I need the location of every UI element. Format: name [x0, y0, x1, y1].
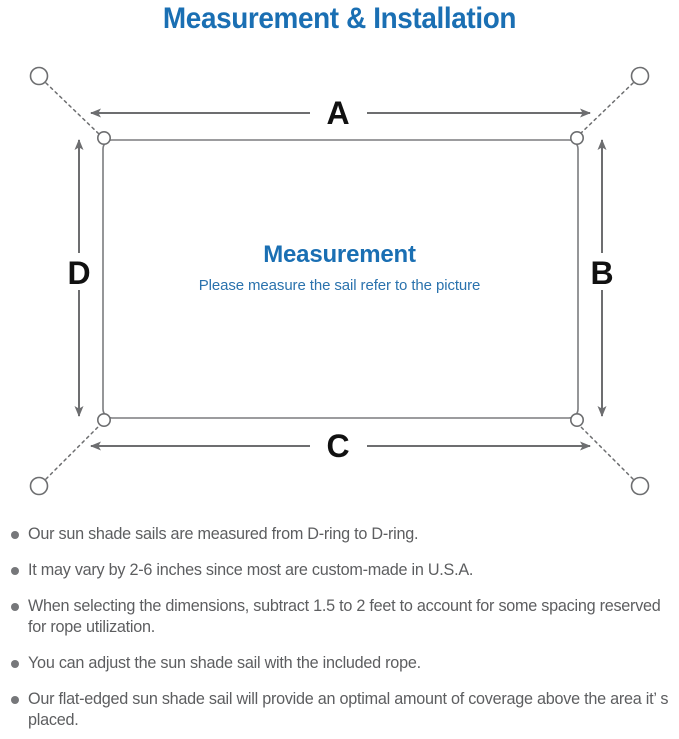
sail-body: [102, 139, 579, 419]
list-item: Our sun shade sails are measured from D-…: [0, 524, 679, 545]
anchor-ring-bottom-left: [29, 476, 49, 496]
list-item: It may vary by 2-6 inches since most are…: [0, 560, 679, 581]
list-item: You can adjust the sun shade sail with t…: [0, 653, 679, 674]
dimension-d: D: [67, 139, 91, 417]
dimension-d-label: D: [67, 255, 90, 291]
rope-lines: [45, 82, 634, 480]
dimension-c-label: C: [326, 428, 349, 464]
page-title: Measurement & Installation: [162, 2, 517, 35]
d-ring-bottom-left: [97, 412, 112, 427]
list-item: Our flat-edged sun shade sail will provi…: [0, 689, 679, 731]
bullet-icon: [11, 603, 19, 611]
dimension-a: A: [90, 95, 591, 131]
anchor-rings: [29, 66, 650, 496]
measurement-diagram: A C D B Measurement Please measure the s…: [0, 48, 679, 518]
d-ring-top-left: [97, 131, 112, 146]
list-item-text: It may vary by 2-6 inches since most are…: [28, 561, 474, 579]
diagram-svg: A C D B: [29, 66, 650, 496]
dimension-b-label: B: [590, 255, 613, 291]
list-item-text: When selecting the dimensions, subtract …: [28, 597, 661, 636]
list-item-text: You can adjust the sun shade sail with t…: [28, 654, 421, 672]
d-ring-top-right: [569, 131, 584, 146]
list-item-text: Our sun shade sails are measured from D-…: [28, 525, 419, 543]
rope-top-left: [45, 82, 100, 135]
bullet-icon: [11, 567, 19, 575]
dimension-a-label: A: [326, 95, 349, 131]
d-ring-bottom-right: [569, 412, 584, 427]
list-item: When selecting the dimensions, subtract …: [0, 596, 679, 638]
d-rings: [97, 131, 584, 427]
bullet-icon: [11, 696, 19, 704]
anchor-ring-top-right: [630, 66, 650, 86]
rope-bottom-left: [45, 425, 100, 480]
anchor-ring-bottom-right: [630, 476, 650, 496]
bullet-icon: [11, 531, 19, 539]
bullet-icon: [11, 660, 19, 668]
dimension-c: C: [90, 428, 591, 464]
rope-top-right: [579, 82, 634, 135]
anchor-ring-top-left: [29, 66, 49, 86]
list-item-text: Our flat-edged sun shade sail will provi…: [28, 690, 669, 729]
dimension-b: B: [590, 139, 614, 417]
rope-bottom-right: [579, 425, 634, 480]
notes-list: Our sun shade sails are measured from D-…: [0, 524, 679, 731]
